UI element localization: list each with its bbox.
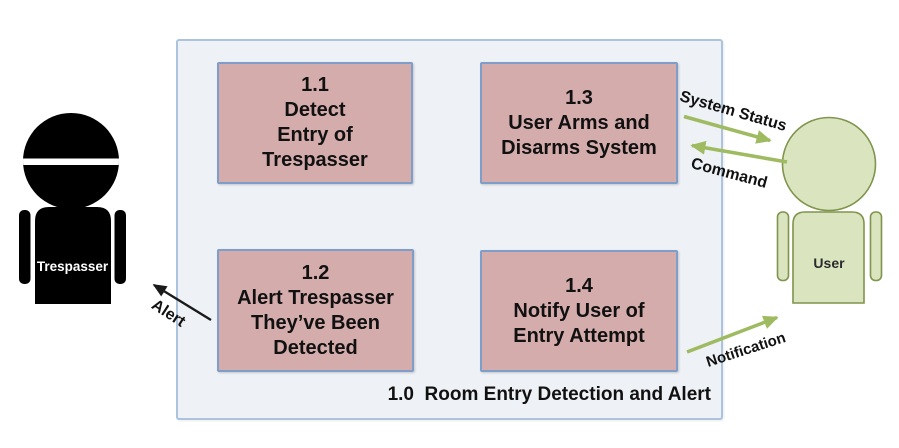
process-1-4-notify-user: 1.4 Notify User of Entry Attempt bbox=[480, 250, 678, 372]
process-1-1-detect-entry: 1.1 Detect Entry of Trespasser bbox=[217, 62, 413, 184]
trespasser-mask-stripe bbox=[23, 158, 119, 165]
user-figure: User bbox=[776, 116, 883, 304]
trespasser-head bbox=[23, 113, 119, 209]
user-right-arm bbox=[869, 211, 883, 282]
process-1-2-alert-trespasser: 1.2 Alert Trespasser They’ve Been Detect… bbox=[217, 249, 414, 372]
process-1-3-arm-disarm: 1.3 User Arms and Disarms System bbox=[480, 62, 678, 184]
system-boundary-title: 1.0 Room Entry Detection and Alert bbox=[387, 384, 711, 405]
user-head bbox=[781, 116, 877, 212]
trespasser-body bbox=[35, 207, 111, 304]
trespasser-figure: Trespasser bbox=[19, 113, 126, 304]
user-body bbox=[792, 211, 865, 304]
trespasser-left-arm bbox=[19, 210, 31, 284]
user-label: User bbox=[813, 255, 845, 271]
trespasser-right-arm bbox=[114, 210, 126, 284]
user-left-arm bbox=[776, 211, 790, 282]
trespasser-label: Trespasser bbox=[37, 259, 109, 274]
